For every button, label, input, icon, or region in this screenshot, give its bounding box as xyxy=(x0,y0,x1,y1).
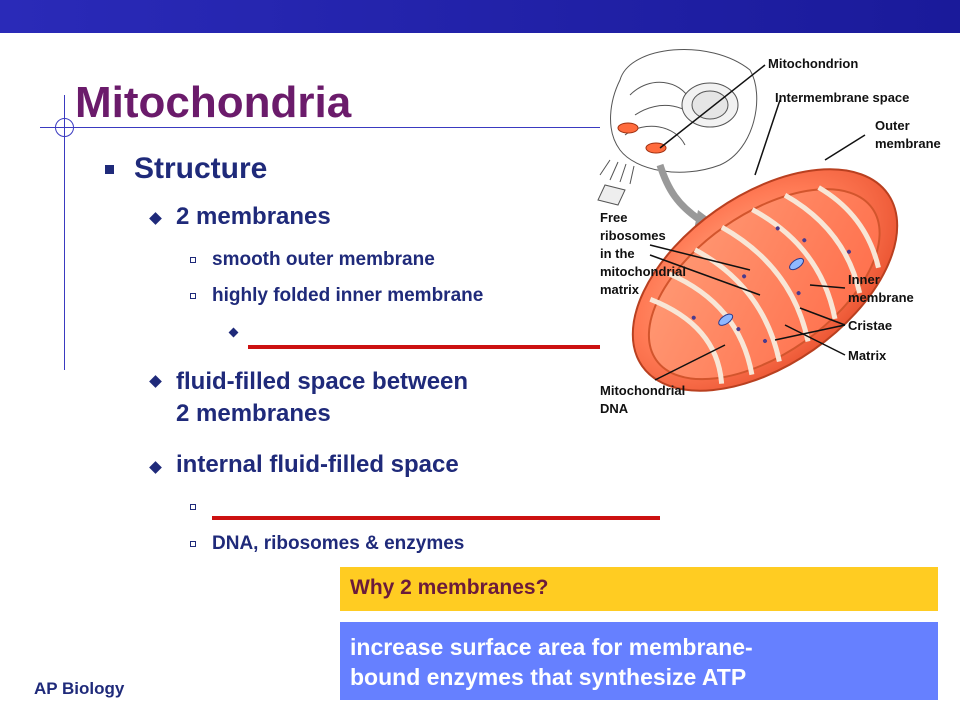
label-dna-1: Mitochondrial xyxy=(600,383,685,398)
mitochondrion-diagram: Mitochondrion Intermembrane space Outer … xyxy=(597,49,941,416)
answer-line-2: bound enzymes that synthesize ATP xyxy=(350,664,747,690)
label-free-3: in the xyxy=(600,246,635,261)
answer-text: increase surface area for membrane- boun… xyxy=(350,632,753,692)
title-rule-horizontal xyxy=(40,127,600,128)
mitochondrion-large xyxy=(631,168,899,392)
bullet-inner-membrane: highly folded inner membrane xyxy=(212,285,484,306)
title-rule-vertical xyxy=(64,95,65,370)
fill-in-blank-2 xyxy=(212,516,660,520)
label-free-2: ribosomes xyxy=(600,228,666,243)
answer-box: increase surface area for membrane- boun… xyxy=(340,622,938,700)
top-band-gradient xyxy=(0,0,960,33)
bullet-diamond-icon xyxy=(149,375,162,388)
slide-title: Mitochondria xyxy=(75,78,352,127)
fill-in-blank-1 xyxy=(248,345,600,349)
answer-line-1: increase surface area for membrane- xyxy=(350,634,753,660)
leader-lines xyxy=(649,64,866,381)
bullet-small-square-icon xyxy=(190,504,196,510)
cell-mito-1 xyxy=(617,122,639,134)
label-inner-2: membrane xyxy=(848,290,914,305)
bullet-structure: Structure xyxy=(134,152,268,185)
zoom-arrow xyxy=(656,163,702,223)
bullet-small-square-icon xyxy=(190,541,196,547)
label-free-4: mitochondrial xyxy=(600,264,686,279)
bullet-diamond-icon xyxy=(149,212,162,225)
bullet-fluid-between-line1: fluid-filled space between xyxy=(176,368,469,395)
bullet-internal-space: internal fluid-filled space xyxy=(176,451,459,478)
bullet-2-membranes: 2 membranes xyxy=(176,203,331,230)
bullet-outer-membrane: smooth outer membrane xyxy=(212,249,435,270)
bullet-dna-ribosomes: DNA, ribosomes & enzymes xyxy=(212,533,465,554)
bullet-square-icon xyxy=(105,165,114,174)
label-mitochondrion: Mitochondrion xyxy=(768,56,858,71)
bullet-fluid-between-line2: 2 membranes xyxy=(176,400,331,427)
label-cristae: Cristae xyxy=(848,318,892,333)
bullet-fluid-between: fluid-filled space between 2 membranes xyxy=(176,366,468,430)
crosshair-circle-icon xyxy=(55,118,74,137)
label-inner-1: Inner xyxy=(848,272,880,287)
bullet-small-square-icon xyxy=(190,257,196,263)
bullet-small-square-icon xyxy=(190,293,196,299)
label-outer-2: membrane xyxy=(875,136,941,151)
question-box: Why 2 membranes? xyxy=(340,567,938,611)
bullet-diamond-icon xyxy=(149,461,162,474)
label-free-1: Free xyxy=(600,210,627,225)
footer-course: AP Biology xyxy=(34,679,125,698)
label-free-5: matrix xyxy=(600,282,640,297)
label-matrix: Matrix xyxy=(848,348,887,363)
label-intermembrane: Intermembrane space xyxy=(775,90,909,105)
bullet-diamond-icon xyxy=(228,327,239,338)
cell-sketch xyxy=(597,49,758,206)
label-dna-2: DNA xyxy=(600,401,629,416)
label-outer-1: Outer xyxy=(875,118,910,133)
cell-mito-2 xyxy=(645,142,667,154)
question-text: Why 2 membranes? xyxy=(350,576,549,599)
